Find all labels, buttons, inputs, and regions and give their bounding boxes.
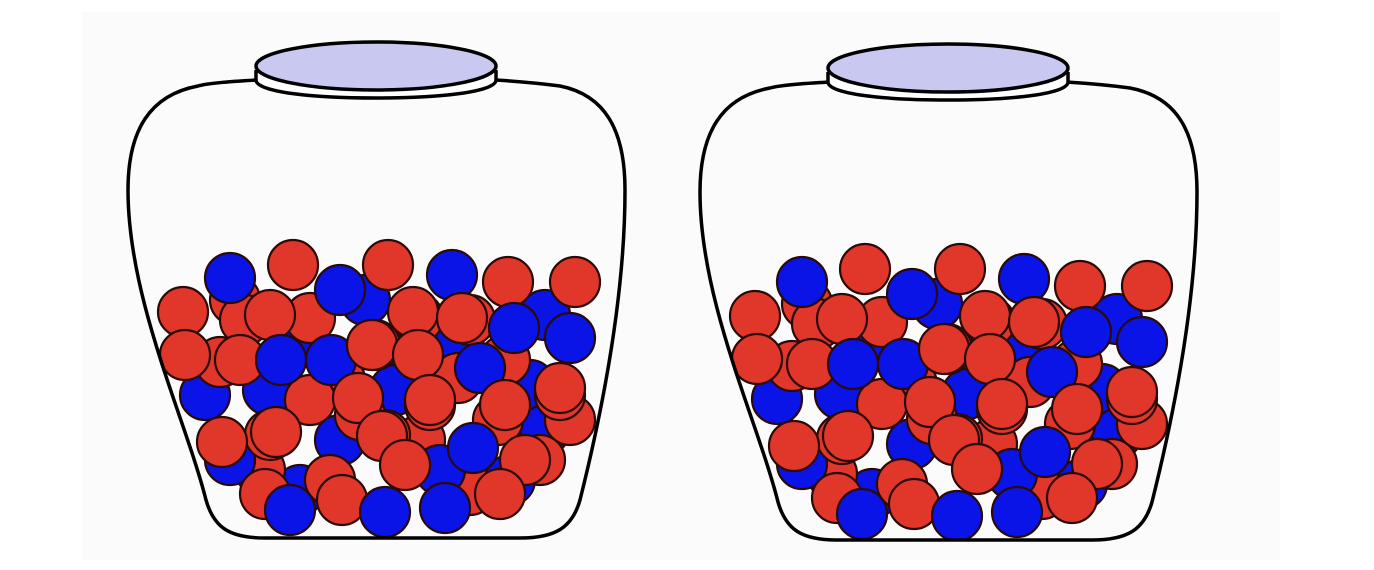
jar-left-blue-ball xyxy=(453,341,507,395)
jar-right-blue-ball xyxy=(835,487,889,540)
jar-right-blue-ball xyxy=(1115,315,1169,369)
jar-left-red-ball xyxy=(473,467,527,521)
jar-right-red-ball xyxy=(815,292,869,346)
jar-right-red-ball xyxy=(821,409,875,463)
jar-left-blue-ball xyxy=(418,481,472,535)
jar-left-red-ball xyxy=(361,238,415,292)
jar-right-red-ball xyxy=(917,322,971,376)
jar-right-body xyxy=(698,80,1199,542)
jar-left-blue-ball xyxy=(254,333,308,387)
jar-right-red-ball xyxy=(1120,259,1174,313)
jar-right-red-ball xyxy=(975,377,1029,431)
jar-left-red-ball xyxy=(391,328,445,382)
jar-left-blue-ball xyxy=(543,311,597,365)
jar-right-red-ball xyxy=(1045,471,1099,525)
jar-left-red-ball xyxy=(481,255,535,309)
jar-right-blue-ball xyxy=(826,337,880,391)
jar-left-red-ball xyxy=(345,318,399,372)
jar-left-red-ball xyxy=(249,405,303,459)
jar-left xyxy=(126,40,627,540)
jar-right-red-ball xyxy=(1050,382,1104,436)
jar-left-blue-ball xyxy=(487,301,541,355)
jar-right-red-ball xyxy=(1105,365,1159,419)
jar-right-red-ball xyxy=(950,442,1004,496)
jar-left-red-ball xyxy=(533,361,587,415)
jar-left-red-ball xyxy=(266,238,320,292)
jar-right-red-ball xyxy=(1053,259,1107,313)
jar-right-blue-ball xyxy=(1059,305,1113,359)
jar-right xyxy=(698,42,1199,542)
jar-left-red-ball xyxy=(195,415,249,469)
jar-right-balls xyxy=(728,242,1174,540)
jar-right-red-ball xyxy=(903,375,957,429)
jar-left-balls xyxy=(156,238,602,538)
jar-right-red-ball xyxy=(933,242,987,296)
jar-right-blue-ball xyxy=(1018,425,1072,479)
jar-right-blue-ball xyxy=(1025,345,1079,399)
jar-right-blue-ball xyxy=(775,255,829,309)
jar-left-red-ball xyxy=(403,373,457,427)
jar-left-red-ball xyxy=(548,255,602,309)
jar-right-red-ball xyxy=(1007,295,1061,349)
jar-left-blue-ball xyxy=(313,263,367,317)
jar-right-red-ball xyxy=(730,332,784,386)
jar-left-body xyxy=(126,78,627,540)
jar-right-lid xyxy=(826,42,1070,94)
jar-left-blue-ball xyxy=(446,421,500,475)
jar-right-blue-ball xyxy=(930,489,984,540)
jar-right-blue-ball xyxy=(997,252,1051,306)
jar-right-blue-ball xyxy=(990,485,1044,539)
jar-left-red-ball xyxy=(478,378,532,432)
jar-left-lid xyxy=(254,40,498,92)
jar-right-red-ball xyxy=(963,332,1017,386)
jar-left-blue-ball xyxy=(358,485,412,538)
jar-right-blue-ball xyxy=(885,267,939,321)
jar-right-red-ball xyxy=(838,242,892,296)
jar-left-blue-ball xyxy=(203,251,257,305)
jar-left-blue-ball xyxy=(425,248,479,302)
jar-left-red-ball xyxy=(243,288,297,342)
jar-left-red-ball xyxy=(331,371,385,425)
jar-left-red-ball xyxy=(378,438,432,492)
jar-left-blue-ball xyxy=(263,483,317,537)
jar-left-red-ball xyxy=(435,291,489,345)
jar-left-red-ball xyxy=(158,328,212,382)
jar-right-red-ball xyxy=(767,419,821,473)
